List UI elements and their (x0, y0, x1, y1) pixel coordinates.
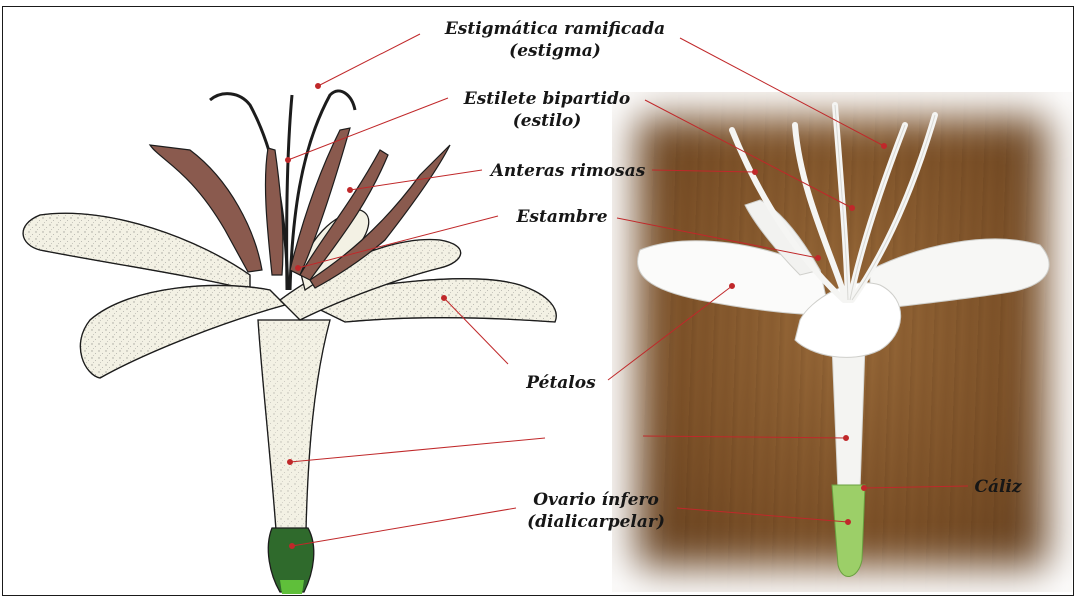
flower-illustration (23, 91, 556, 594)
label-calyx: Cáliz (968, 476, 1028, 498)
label-stigma: Estigmática ramificada (estigma) (428, 18, 682, 62)
label-style-line1: Estilete bipartido (450, 88, 644, 110)
photo-petal-right (870, 239, 1049, 310)
flower-photo (638, 105, 1050, 576)
photo-calyx (832, 485, 865, 576)
label-petals: Pétalos (514, 372, 608, 394)
label-ovary-line1: Ovario ínfero (516, 489, 676, 511)
label-stamen: Estambre (508, 206, 616, 228)
label-style-line2: (estilo) (450, 110, 644, 132)
photo-tube (832, 345, 865, 490)
label-stigma-line2: (estigma) (428, 40, 682, 62)
label-anthers: Anteras rimosas (484, 160, 652, 182)
label-ovary-line2: (dialicarpelar) (516, 511, 676, 533)
label-ovary: Ovario ínfero (dialicarpelar) (516, 489, 676, 533)
label-style: Estilete bipartido (estilo) (450, 88, 644, 132)
label-stigma-line1: Estigmática ramificada (428, 18, 682, 40)
